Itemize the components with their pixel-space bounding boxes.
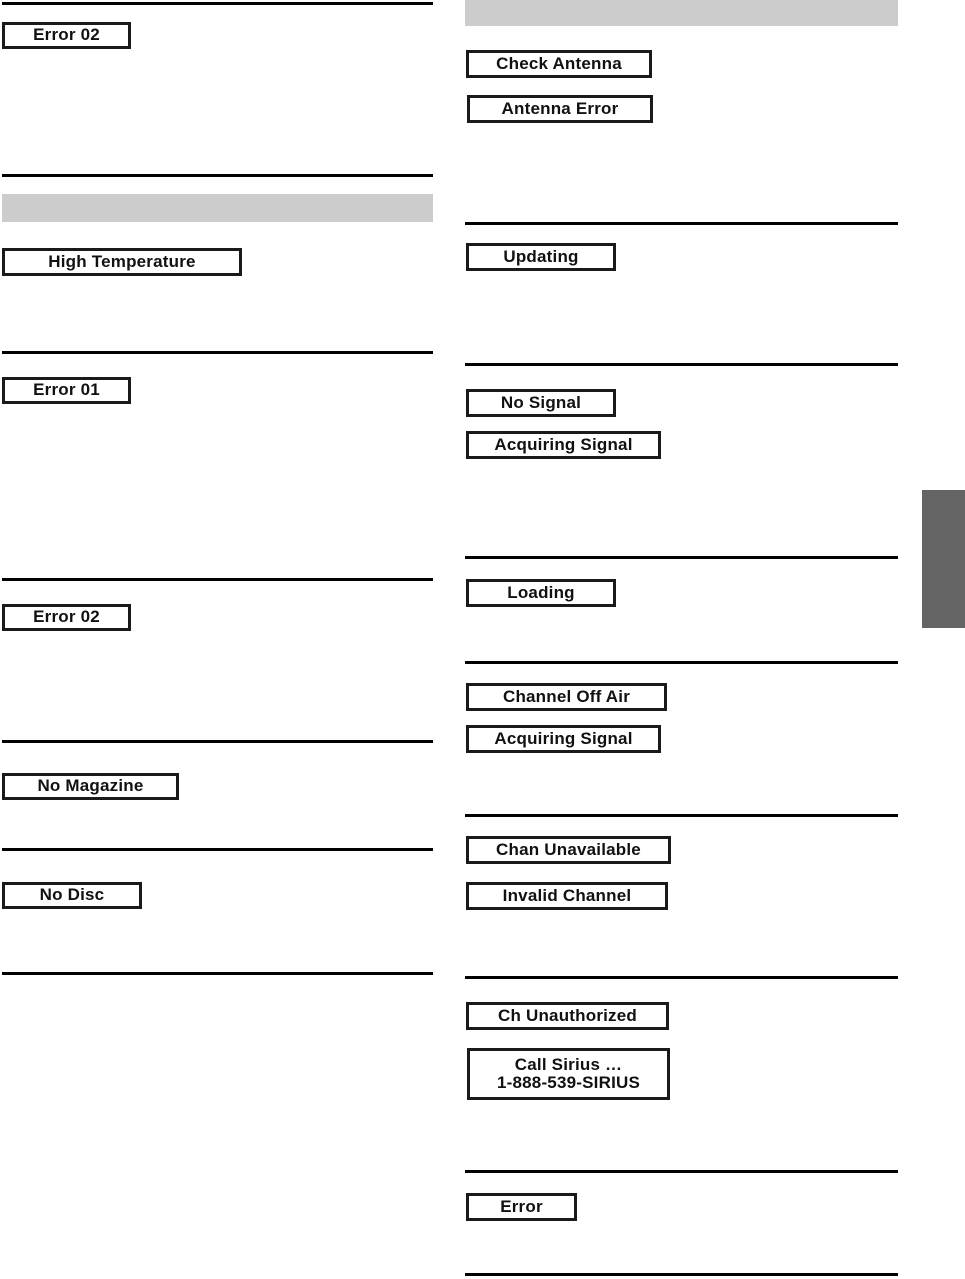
display-message-text: Acquiring Signal [494, 728, 633, 748]
display-message-text: No Signal [500, 392, 582, 412]
display-message-box-error-01: Error 01 [2, 377, 131, 404]
section-divider-rule [2, 972, 433, 975]
display-message-box-high-temperature: High Temperature [2, 248, 242, 276]
section-divider-rule [2, 174, 433, 177]
display-message-box-no-signal: No Signal [466, 389, 616, 417]
display-message-box-updating: Updating [466, 243, 616, 271]
section-divider-rule [465, 363, 898, 366]
display-message-box-ch-unauthorized: Ch Unauthorized [466, 1002, 669, 1030]
display-message-text: Error 02 [33, 25, 100, 45]
section-divider-rule [2, 848, 433, 851]
section-header-band [2, 194, 433, 222]
display-message-text: Updating [503, 246, 579, 266]
display-message-box-no-magazine: No Magazine [2, 773, 179, 800]
display-message-text: Chan Unavailable [496, 839, 641, 859]
display-message-box-chan-unavailable: Chan Unavailable [466, 836, 671, 864]
display-message-box-acquiring-signal-2: Acquiring Signal [466, 725, 661, 753]
section-divider-rule [465, 661, 898, 664]
display-message-box-error-02-second: Error 02 [2, 604, 131, 631]
display-message-text-line-1: Call Sirius … [514, 1054, 623, 1074]
display-message-text-line-2: 1-888-539-SIRIUS [496, 1073, 641, 1092]
display-message-text: No Magazine [37, 776, 144, 796]
display-message-text: Check Antenna [496, 53, 622, 73]
page-edge-thumb-tab [922, 490, 965, 628]
section-divider-rule [465, 1273, 898, 1276]
display-message-text: Loading [507, 582, 575, 602]
display-message-text: Ch Unauthorized [498, 1005, 637, 1025]
section-header-band [465, 0, 898, 26]
display-message-box-invalid-channel: Invalid Channel [466, 882, 668, 910]
display-message-text: Antenna Error [501, 98, 619, 118]
section-divider-rule [465, 222, 898, 225]
section-divider-rule [465, 1170, 898, 1173]
display-message-text: Error [500, 1196, 543, 1216]
display-message-box-error: Error [466, 1193, 577, 1221]
display-message-text: Invalid Channel [502, 885, 632, 905]
display-message-text: Acquiring Signal [494, 434, 633, 454]
display-message-box-no-disc: No Disc [2, 882, 142, 909]
display-message-text: No Disc [39, 885, 105, 905]
section-divider-rule [2, 740, 433, 743]
section-divider-rule [465, 976, 898, 979]
display-message-box-check-antenna: Check Antenna [466, 50, 652, 78]
display-message-text: High Temperature [48, 251, 196, 271]
display-message-box-call-sirius: Call Sirius …1-888-539-SIRIUS [467, 1048, 670, 1100]
section-divider-rule [2, 2, 433, 5]
display-message-box-channel-off-air: Channel Off Air [466, 683, 667, 711]
display-message-text: Error 02 [33, 607, 100, 627]
display-message-text: Channel Off Air [502, 686, 631, 706]
display-message-text: Error 01 [33, 380, 100, 400]
section-divider-rule [465, 556, 898, 559]
display-message-box-acquiring-signal-1: Acquiring Signal [466, 431, 661, 459]
display-message-box-antenna-error: Antenna Error [467, 95, 653, 123]
section-divider-rule [2, 578, 433, 581]
display-message-box-loading: Loading [466, 579, 616, 607]
section-divider-rule [2, 351, 433, 354]
section-divider-rule [465, 814, 898, 817]
display-message-box-error-02-top: Error 02 [2, 22, 131, 49]
